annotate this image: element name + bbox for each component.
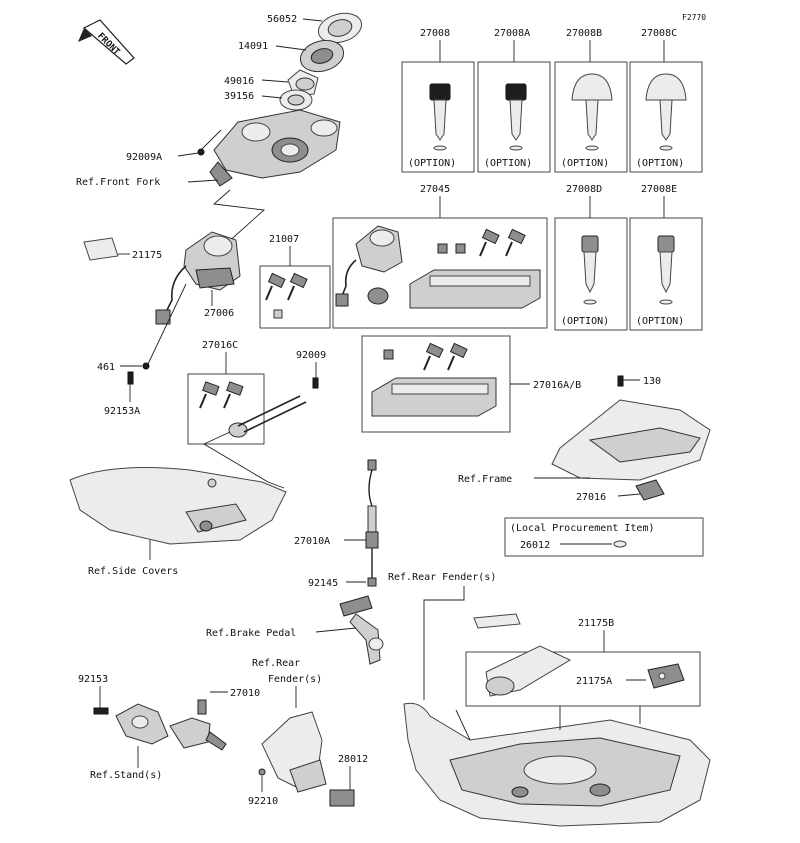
label-21007: 21007 [269, 234, 299, 245]
label-14091: 14091 [238, 41, 268, 52]
box-27008d [554, 217, 628, 331]
key-fob-21175a [647, 663, 685, 689]
label-local-procurement: (Local Procurement Item) [510, 523, 655, 534]
label-27016ab: 27016A/B [533, 380, 581, 391]
box-27008 [401, 61, 475, 173]
rear-fender-tray [403, 702, 711, 827]
key-set-21007 [265, 272, 308, 319]
option-27008d: (OPTION) [561, 316, 609, 327]
label-ref-brake-pedal: Ref.Brake Pedal [206, 628, 296, 639]
label-27010a: 27010A [294, 536, 330, 547]
label-21175b: 21175B [578, 618, 614, 629]
rear-fender-bracket [258, 711, 327, 793]
stand-assembly [93, 699, 227, 751]
label-92009: 92009 [296, 350, 326, 361]
figure-code: F2770 [682, 13, 706, 22]
label-ref-stands: Ref.Stand(s) [90, 770, 162, 781]
label-ref-frame: Ref.Frame [458, 474, 512, 485]
box-27008e [629, 217, 703, 331]
label-92210: 92210 [248, 796, 278, 807]
battery-strap [473, 613, 572, 697]
label-fender-s: Fender(s) [268, 674, 322, 685]
label-49016: 49016 [224, 76, 254, 87]
label-26012: 26012 [520, 540, 550, 551]
label-ref-rear: Ref.Rear [252, 658, 300, 669]
box-21007 [259, 265, 331, 329]
key-set-27016c [199, 381, 307, 438]
option-27008: (OPTION) [408, 158, 456, 169]
option-27008e: (OPTION) [636, 316, 684, 327]
box-27008c [629, 61, 703, 173]
label-39156: 39156 [224, 91, 254, 102]
option-27008c: (OPTION) [636, 158, 684, 169]
label-27008: 27008 [420, 28, 450, 39]
label-27008b: 27008B [566, 28, 602, 39]
label-27016: 27016 [576, 492, 606, 503]
label-ref-side-covers: Ref.Side Covers [88, 566, 178, 577]
label-plate-28012 [329, 789, 355, 807]
box-27045 [332, 217, 548, 329]
key-27008c [645, 73, 687, 151]
box-27008b [554, 61, 628, 173]
key-27008b [571, 73, 613, 151]
option-27008a: (OPTION) [484, 158, 532, 169]
key-27008 [429, 83, 451, 151]
option-27008b: (OPTION) [561, 158, 609, 169]
key-27008e [657, 235, 675, 305]
brake-pedal [339, 595, 384, 665]
label-21175: 21175 [132, 250, 162, 261]
label-27008d: 27008D [566, 184, 602, 195]
label-27010: 27010 [230, 688, 260, 699]
label-92145: 92145 [308, 578, 338, 589]
ignition-cover-assembly [197, 12, 363, 187]
brake-switch-27010a [365, 459, 379, 587]
label-27008c: 27008C [641, 28, 677, 39]
box-27008a [477, 61, 551, 173]
box-local-procurement [504, 517, 704, 557]
label-27016c: 27016C [202, 340, 238, 351]
label-21175a: 21175A [576, 676, 612, 687]
key-27008a [505, 83, 527, 151]
label-28012: 28012 [338, 754, 368, 765]
label-130: 130 [643, 376, 661, 387]
ecu-set-27016ab [371, 342, 497, 417]
label-27045: 27045 [420, 184, 450, 195]
label-27008a: 27008A [494, 28, 530, 39]
label-27006: 27006 [204, 308, 234, 319]
key-fob-21175 [83, 237, 119, 261]
frame-part [551, 399, 711, 501]
label-92153: 92153 [78, 674, 108, 685]
ignition-switch-27006 [155, 231, 241, 325]
label-92153a: 92153A [104, 406, 140, 417]
side-cover [69, 467, 287, 545]
label-461: 461 [97, 362, 115, 373]
label-56052: 56052 [267, 14, 297, 25]
box-21175b [465, 651, 701, 707]
front-arrow: FRONT [78, 19, 135, 65]
key-27008d [581, 235, 599, 305]
label-92009a: 92009A [126, 152, 162, 163]
ignition-set-27045 [335, 225, 541, 309]
label-27008e: 27008E [641, 184, 677, 195]
label-ref-front-fork: Ref.Front Fork [76, 177, 160, 188]
label-ref-rear-fender-s: Ref.Rear Fender(s) [388, 572, 496, 583]
box-27016c [187, 373, 265, 445]
